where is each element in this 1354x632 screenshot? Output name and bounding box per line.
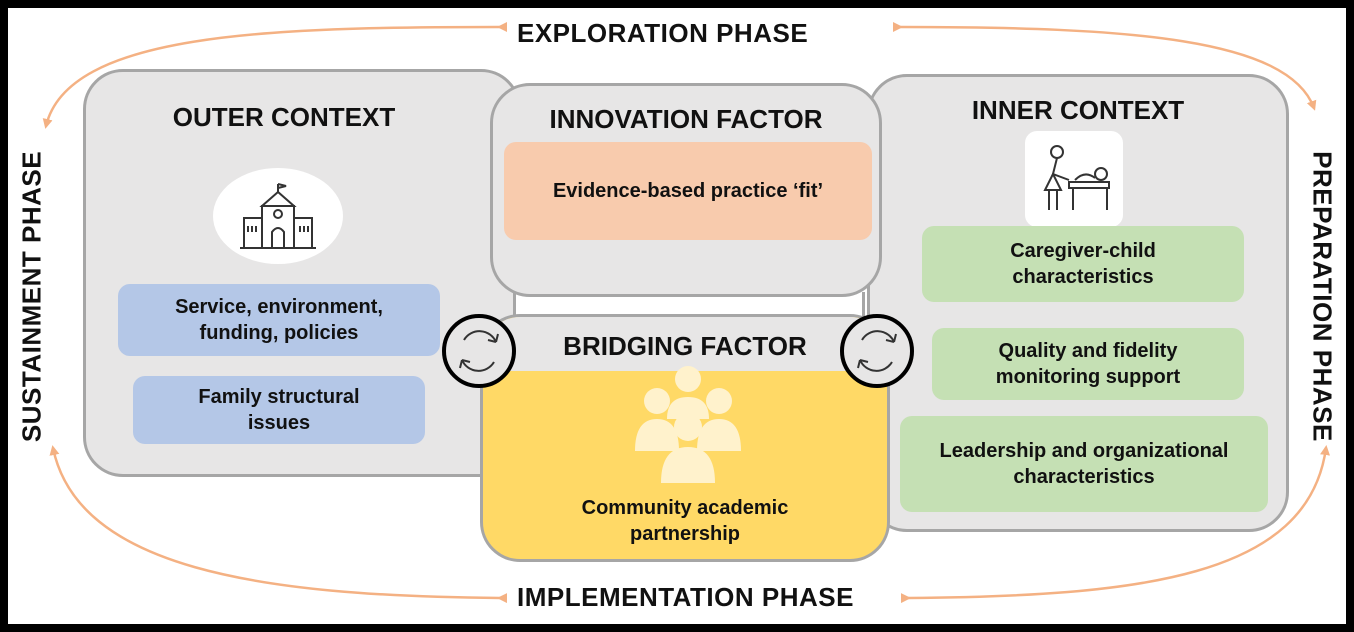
inner-item-quality-fidelity: Quality and fidelity monitoring support bbox=[932, 328, 1244, 400]
inner-item-caregiver-child: Caregiver-child characteristics bbox=[922, 226, 1244, 302]
inner-item-leadership: Leadership and organizational characteri… bbox=[900, 416, 1268, 512]
cycle-arrows-icon bbox=[442, 314, 516, 388]
arrow-exploration-preparation bbox=[892, 21, 1317, 111]
phase-cycle-arrows bbox=[42, 21, 1330, 604]
sustainment-phase-label: SUSTAINMENT PHASE bbox=[16, 150, 47, 443]
school-building-icon bbox=[213, 168, 343, 264]
arrow-implementation-preparation bbox=[900, 445, 1330, 604]
outer-context-title: OUTER CONTEXT bbox=[172, 102, 396, 132]
bridging-header bbox=[483, 317, 887, 371]
bridging-factor-title: BRIDGING FACTOR bbox=[563, 331, 807, 361]
implementation-phase-label: IMPLEMENTATION PHASE bbox=[517, 582, 854, 612]
diagram-canvas: EXPLORATION PHASE IMPLEMENTATION PHASE S… bbox=[8, 8, 1346, 624]
exploration-phase-label: EXPLORATION PHASE bbox=[517, 18, 809, 48]
innovation-item-evidence-fit: Evidence-based practice ‘fit’ bbox=[504, 142, 872, 240]
outer-context-panel: OUTER CONTEXT bbox=[83, 69, 521, 477]
bridging-factor-label: Community academic partnership bbox=[581, 497, 789, 545]
innovation-factor-title: INNOVATION FACTOR bbox=[549, 104, 823, 134]
arrow-implementation-sustainment bbox=[49, 445, 508, 604]
outer-item-service-environment: Service, environment, funding, policies bbox=[118, 284, 440, 356]
bridging-factor-panel: BRIDGING FACTOR Community academic partn… bbox=[480, 314, 890, 562]
inner-context-title: INNER CONTEXT bbox=[971, 95, 1185, 125]
caregiver-changing-baby-icon bbox=[1025, 131, 1123, 227]
people-group-icon bbox=[623, 365, 753, 490]
arrow-exploration-sustainment bbox=[42, 21, 508, 129]
preparation-phase-label: PREPARATION PHASE bbox=[1307, 151, 1338, 442]
cycle-arrows-icon bbox=[840, 314, 914, 388]
outer-item-family-structural: Family structural issues bbox=[133, 376, 425, 444]
